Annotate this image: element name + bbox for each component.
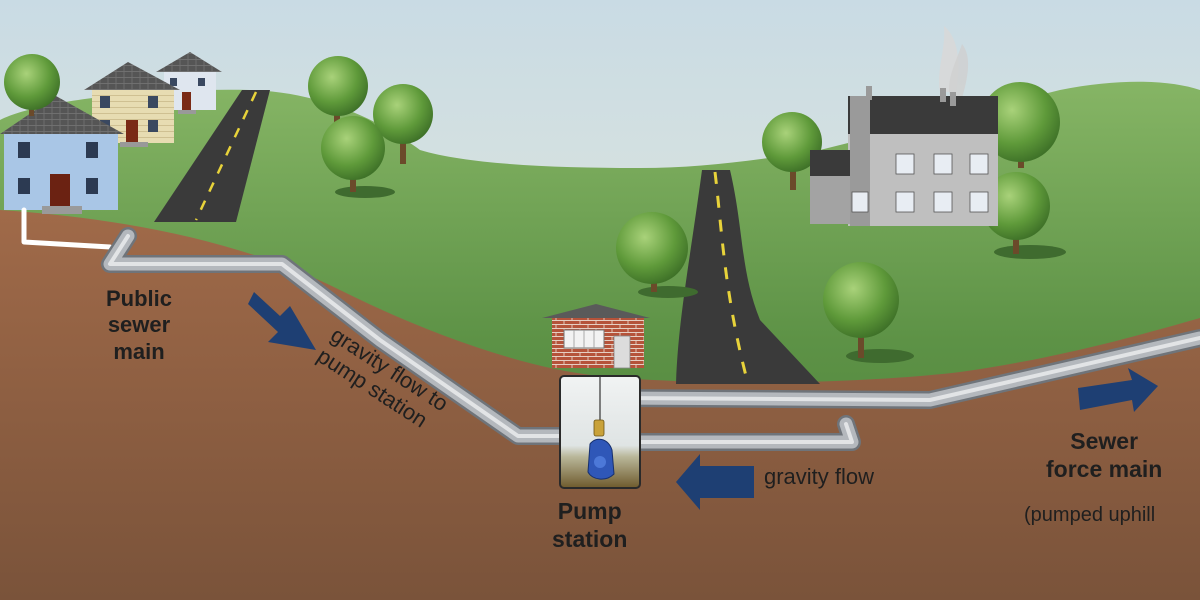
label-line: Sewer xyxy=(1070,428,1139,454)
label-line: station xyxy=(552,525,628,552)
gravity-flow-label: gravity flow xyxy=(764,464,875,489)
factory-icon xyxy=(810,26,998,226)
pump-house-icon xyxy=(542,304,650,369)
pump-station-label: Pump station xyxy=(552,498,627,553)
house-icon xyxy=(0,52,222,214)
label-line: force main xyxy=(1046,455,1163,482)
label-line: main xyxy=(113,338,165,364)
road-left xyxy=(154,90,270,222)
pumped-uphill-label: (pumped uphill xyxy=(1024,504,1156,526)
label-line: Public xyxy=(106,286,173,311)
label-line: sewer xyxy=(107,312,171,338)
sewer-force-main-label: Sewer force main xyxy=(1046,428,1162,483)
tree-icon xyxy=(4,54,1066,363)
sewer-pipes xyxy=(21,207,1200,485)
road-center xyxy=(676,170,820,384)
label-line: Pump xyxy=(557,498,622,524)
pump-icon xyxy=(587,419,615,480)
flow-arrow-icon xyxy=(248,292,1158,510)
public-sewer-main-label: Public sewer main xyxy=(106,286,172,365)
